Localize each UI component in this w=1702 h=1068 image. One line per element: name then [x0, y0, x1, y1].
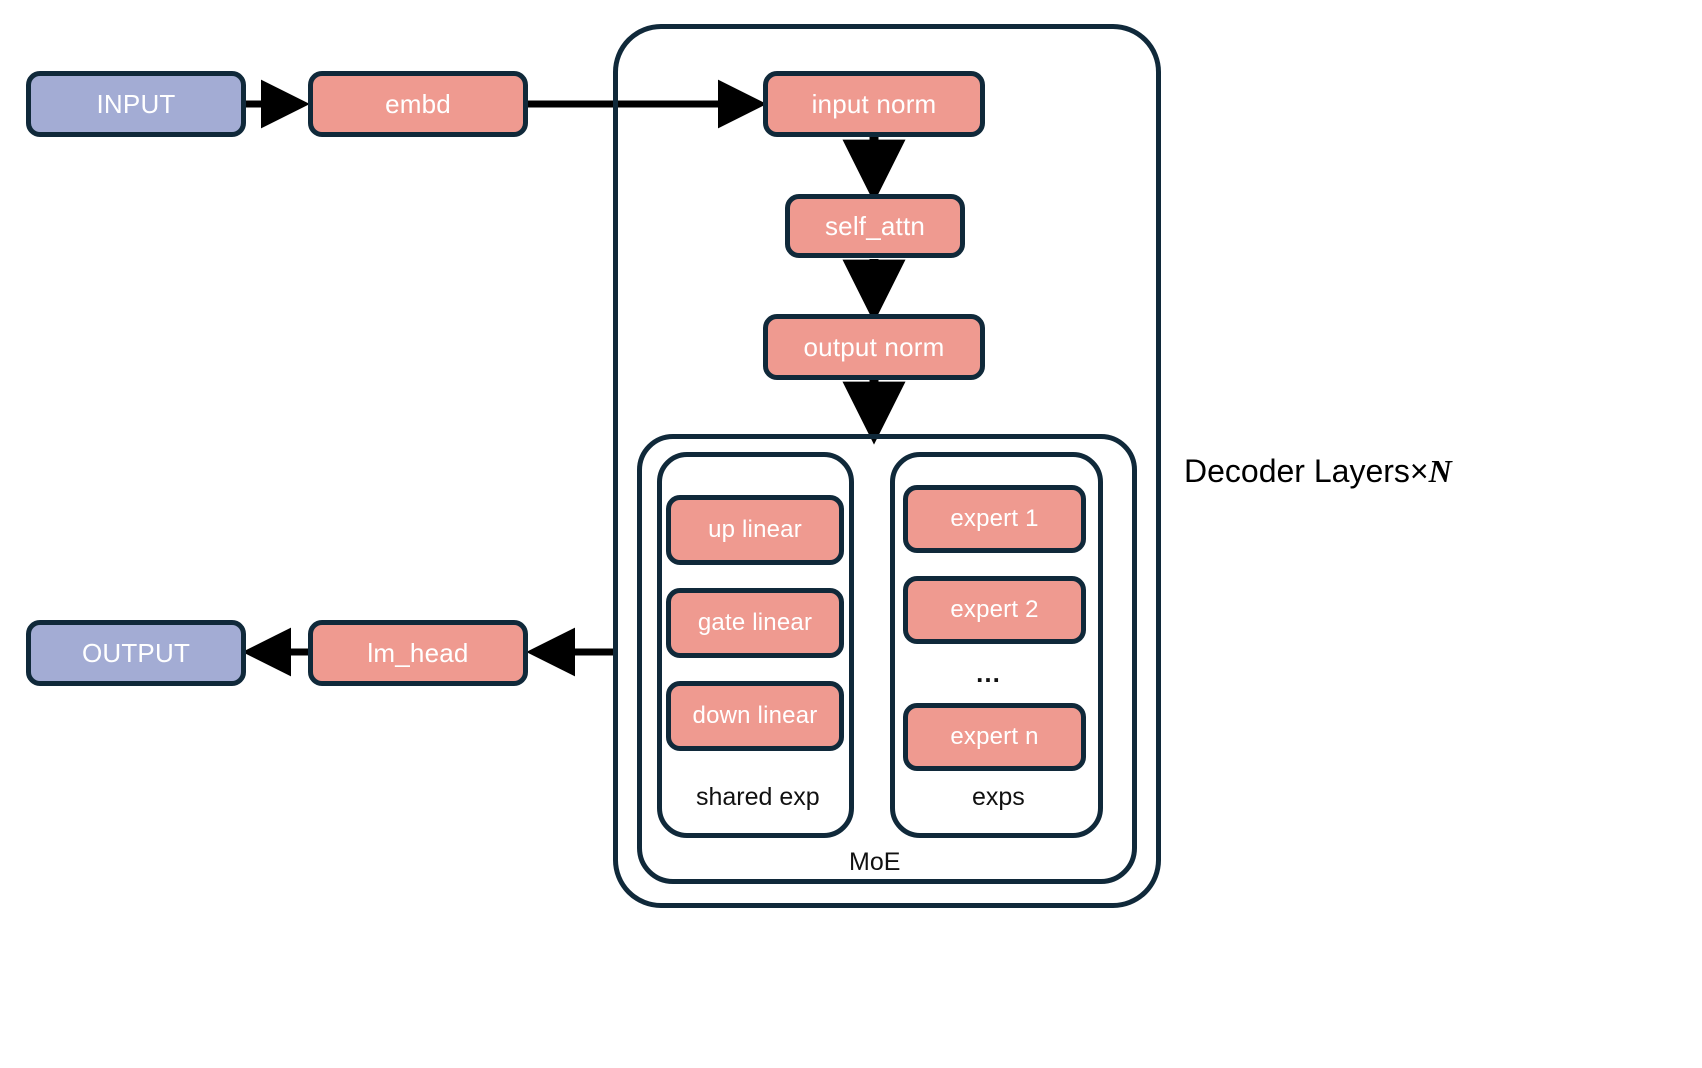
experts-group: [890, 452, 1103, 838]
shared-expert-group: [657, 452, 854, 838]
node-output[interactable]: OUTPUT: [26, 620, 246, 686]
node-expert-2-label: expert 2: [950, 596, 1039, 623]
experts-ellipsis-label: …: [975, 658, 1003, 688]
caption-shared-exp: shared exp: [696, 785, 820, 810]
node-expert-n-label: expert n: [950, 723, 1039, 750]
caption-moe: MoE: [849, 850, 900, 875]
node-up-linear[interactable]: up linear: [666, 495, 844, 565]
caption-moe-label: MoE: [849, 848, 901, 876]
node-self-attn[interactable]: self_attn: [785, 194, 965, 258]
node-output-label: OUTPUT: [81, 638, 191, 668]
node-output-norm[interactable]: output norm: [763, 314, 985, 380]
node-gate-linear-label: gate linear: [697, 609, 813, 636]
node-input-norm-label: input norm: [811, 89, 937, 119]
node-expert-n[interactable]: expert n: [903, 703, 1086, 771]
node-expert-1-label: expert 1: [950, 505, 1039, 532]
decoder-layers-group: [613, 24, 1161, 908]
node-input-norm[interactable]: input norm: [763, 71, 985, 137]
node-embd-label: embd: [385, 89, 451, 119]
node-down-linear-label: down linear: [692, 702, 818, 729]
caption-shared-exp-label: shared exp: [696, 783, 820, 811]
node-input-label: INPUT: [96, 89, 176, 119]
node-output-norm-label: output norm: [803, 332, 945, 362]
moe-group: [637, 434, 1137, 884]
node-gate-linear[interactable]: gate linear: [666, 588, 844, 658]
caption-exps: exps: [972, 785, 1025, 810]
caption-exps-label: exps: [972, 783, 1025, 811]
node-up-linear-label: up linear: [708, 516, 802, 543]
decoder-layers-count-variable: N: [1428, 453, 1452, 489]
decoder-layers-side-label: Decoder Layers×N: [1184, 455, 1452, 487]
node-lm-head-label: lm_head: [367, 638, 469, 668]
node-down-linear[interactable]: down linear: [666, 681, 844, 751]
experts-ellipsis: …: [975, 660, 1003, 686]
node-expert-2[interactable]: expert 2: [903, 576, 1086, 644]
node-input[interactable]: INPUT: [26, 71, 246, 137]
node-expert-1[interactable]: expert 1: [903, 485, 1086, 553]
node-embd[interactable]: embd: [308, 71, 528, 137]
node-lm-head[interactable]: lm_head: [308, 620, 528, 686]
node-self-attn-label: self_attn: [824, 211, 926, 241]
decoder-layers-text: Decoder Layers×: [1184, 453, 1429, 489]
